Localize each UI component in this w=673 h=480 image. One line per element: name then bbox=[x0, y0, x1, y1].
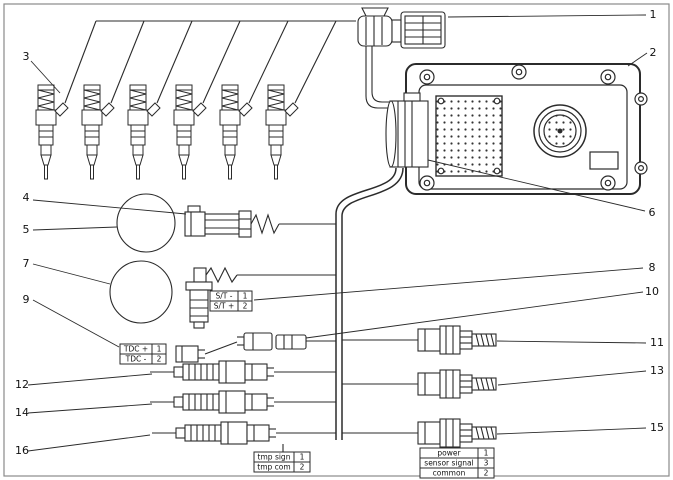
tdc-pinout-table: TDC + 1 TDC - 2 bbox=[119, 343, 167, 365]
callout-3: 3 bbox=[23, 50, 30, 63]
pressure-sensor-15 bbox=[417, 418, 497, 448]
st-row1-pin: 1 bbox=[243, 292, 248, 301]
fuel-injector-1 bbox=[35, 84, 69, 180]
ecm-module bbox=[405, 63, 648, 195]
callout-15: 15 bbox=[650, 421, 664, 434]
pressure-sensor-13 bbox=[417, 369, 497, 399]
callout-5: 5 bbox=[23, 223, 30, 236]
fuel-injector-3 bbox=[127, 84, 161, 180]
callout-14: 14 bbox=[15, 406, 29, 419]
tdc-connector bbox=[175, 345, 205, 363]
callout-16: 16 bbox=[15, 444, 29, 457]
pressure-sensor-11 bbox=[417, 325, 497, 355]
tmp-row2-pin: 2 bbox=[300, 463, 305, 472]
power-row1-label: power bbox=[437, 449, 461, 458]
power-row3-label: common bbox=[433, 469, 466, 478]
callout-6: 6 bbox=[649, 206, 656, 219]
tmp-pinout-table: tmp sign 1 tmp com 2 bbox=[253, 451, 311, 473]
callout-9: 9 bbox=[23, 293, 30, 306]
wiring-harness bbox=[64, 20, 458, 452]
st-row2-pin: 2 bbox=[243, 302, 248, 311]
speed-timing-sensor bbox=[184, 205, 280, 238]
callout-leader-lines bbox=[27, 14, 648, 452]
ecm-pin-grid-connector bbox=[435, 95, 503, 177]
callout-13: 13 bbox=[650, 364, 664, 377]
temp-sensor-16 bbox=[151, 421, 277, 445]
st-sensor bbox=[185, 266, 238, 329]
fuel-injector-2 bbox=[81, 84, 115, 180]
tdc-row2-pin: 2 bbox=[157, 355, 162, 364]
callout-4: 4 bbox=[23, 191, 30, 204]
callout-2: 2 bbox=[650, 46, 657, 59]
power-pinout-table: power 1 sensor signal 3 common 2 bbox=[419, 447, 495, 479]
fuel-injector-5 bbox=[219, 84, 253, 180]
st-row2-label: S/T + bbox=[214, 302, 235, 311]
st-pinout-table: S/T - 1 S/T + 2 bbox=[209, 290, 253, 312]
st-row1-label: S/T - bbox=[216, 292, 233, 301]
power-row3-pin: 2 bbox=[484, 469, 489, 478]
sensor-housing-circle-upper bbox=[116, 193, 176, 253]
fuel-injector-6 bbox=[265, 84, 299, 180]
tmp-row2-label: tmp com bbox=[257, 463, 290, 472]
tdc-row1-pin: 1 bbox=[157, 345, 162, 354]
callout-7: 7 bbox=[23, 257, 30, 270]
callout-numbers: 1 2 3 4 5 6 7 8 9 10 11 12 13 14 15 16 bbox=[15, 8, 664, 457]
tmp-row1-label: tmp sign bbox=[258, 453, 291, 462]
tdc-row1-label: TDC + bbox=[123, 345, 148, 354]
power-row1-pin: 1 bbox=[484, 449, 489, 458]
callout-8: 8 bbox=[649, 261, 656, 274]
temp-sensor-14 bbox=[149, 390, 275, 414]
ecm-round-connector bbox=[533, 104, 587, 158]
callout-1: 1 bbox=[650, 8, 657, 21]
power-row2-label: sensor signal bbox=[424, 459, 473, 468]
tdc-row2-label: TDC - bbox=[125, 355, 147, 364]
fuel-injector-4 bbox=[173, 84, 207, 180]
callout-10: 10 bbox=[645, 285, 659, 298]
tmp-row1-pin: 1 bbox=[300, 453, 305, 462]
callout-12: 12 bbox=[15, 378, 29, 391]
temp-sensor-12 bbox=[149, 360, 275, 384]
inline-connector bbox=[237, 332, 307, 351]
callout-11: 11 bbox=[650, 336, 664, 349]
sensor-housing-circle-lower bbox=[109, 260, 173, 324]
ecm-label-plate bbox=[589, 151, 619, 170]
ecm-harness-connector bbox=[385, 92, 429, 168]
power-row2-pin: 3 bbox=[484, 459, 489, 468]
page-border bbox=[3, 3, 670, 477]
injector-harness-connector bbox=[357, 7, 446, 49]
